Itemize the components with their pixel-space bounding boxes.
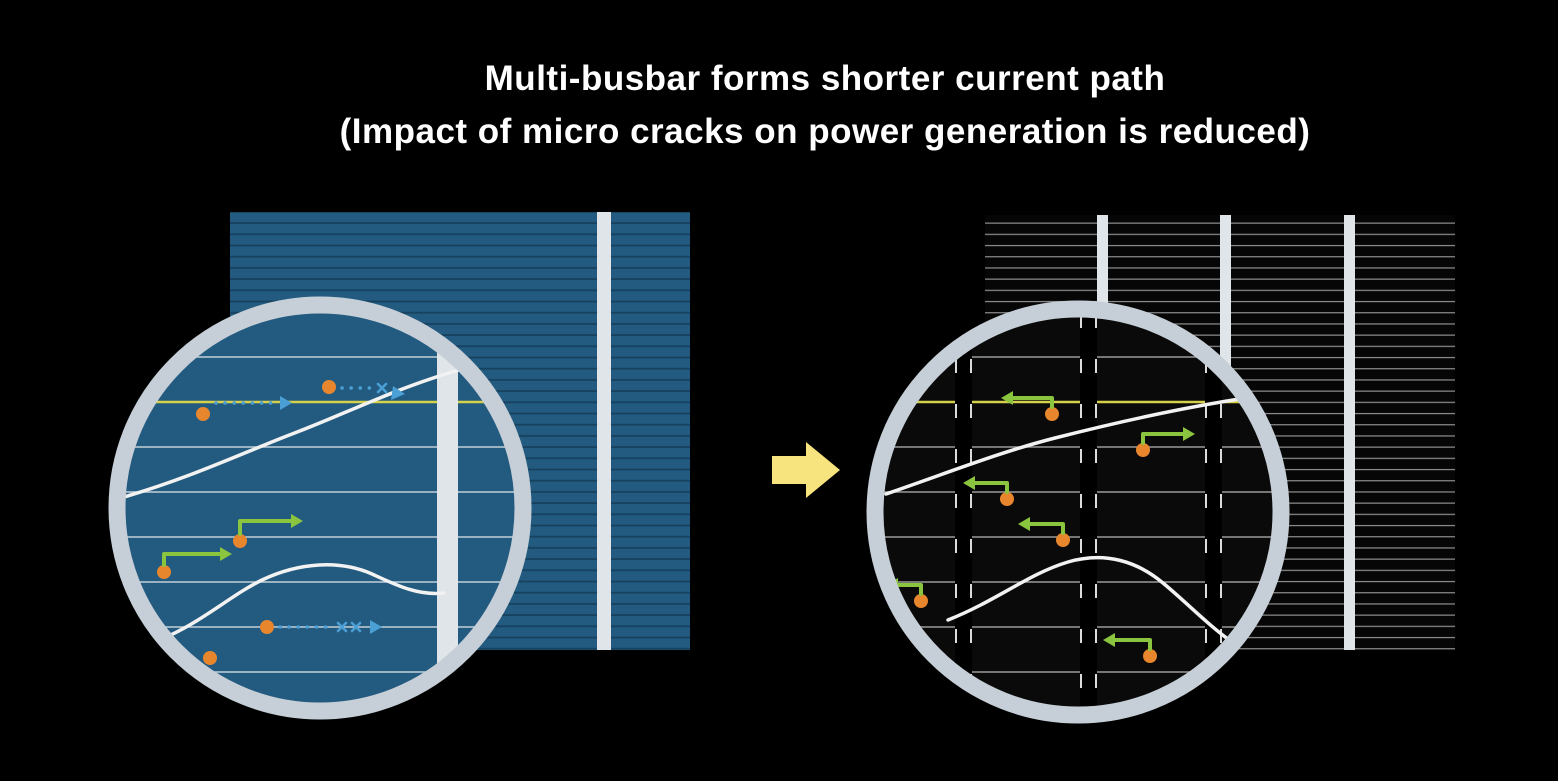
short-current-path-r2 [1136, 427, 1195, 457]
green-arrowhead [1103, 633, 1115, 647]
micro-crack-lower [946, 555, 1234, 644]
diagram-title: Multi-busbar forms shorter current path … [340, 59, 1311, 151]
blue-arrowhead [280, 396, 292, 410]
current-point-dot [1136, 443, 1150, 457]
blocked-current-path-1 [196, 396, 292, 421]
multi-busbar-cell-panel [866, 215, 1455, 724]
right-zoom-busbar-1 [955, 317, 972, 707]
left-cell-busbar [597, 212, 611, 650]
green-arrowhead [963, 476, 975, 490]
title-line-2: (Impact of micro cracks on power generat… [340, 112, 1311, 151]
short-current-path-r4 [1018, 517, 1070, 547]
conventional-cell-panel [108, 212, 690, 720]
micro-crack-upper [884, 396, 1248, 496]
green-arrowhead [1001, 391, 1013, 405]
current-point-dot [203, 651, 217, 665]
short-current-path-1 [233, 514, 303, 548]
right-magnifier-ring [866, 300, 1290, 724]
current-point-dot [322, 380, 336, 394]
blocked-current-path-2 [322, 380, 405, 400]
green-arrowhead [291, 514, 303, 528]
left-magnifier-ring [108, 296, 532, 720]
right-zoom-busbar-3 [1205, 317, 1222, 707]
blue-arrowhead [391, 386, 405, 400]
current-point-dot [1143, 649, 1157, 663]
current-point-dot [1045, 407, 1059, 421]
short-current-path-r3 [963, 476, 1014, 506]
green-arrowhead [1018, 517, 1030, 531]
blue-arrowhead [370, 620, 382, 634]
right-magnifier-content [883, 317, 1273, 707]
short-current-path-2 [157, 547, 232, 579]
short-current-path-r6 [1103, 633, 1157, 663]
green-arrowhead [1183, 427, 1195, 441]
micro-crack-lower [136, 563, 446, 650]
title-line-1: Multi-busbar forms shorter current path [485, 59, 1166, 98]
right-zoom-busbar-2 [1080, 317, 1097, 707]
current-point-dot [260, 620, 274, 634]
blocked-current-path-3 [260, 620, 382, 634]
right-cell-busbar-3 [1344, 215, 1355, 650]
green-arrowhead [220, 547, 232, 561]
micro-crack-upper [125, 364, 474, 499]
current-point-dot [157, 565, 171, 579]
current-point-dot [1056, 533, 1070, 547]
transition-arrow-icon [772, 442, 840, 498]
current-point-dot [233, 534, 247, 548]
current-point-dot [914, 594, 928, 608]
current-point-dot [196, 407, 210, 421]
left-zoom-busbar [437, 313, 458, 703]
short-current-path-r1 [1001, 391, 1059, 421]
left-magnifier-content [125, 313, 515, 703]
current-point-dot [1000, 492, 1014, 506]
